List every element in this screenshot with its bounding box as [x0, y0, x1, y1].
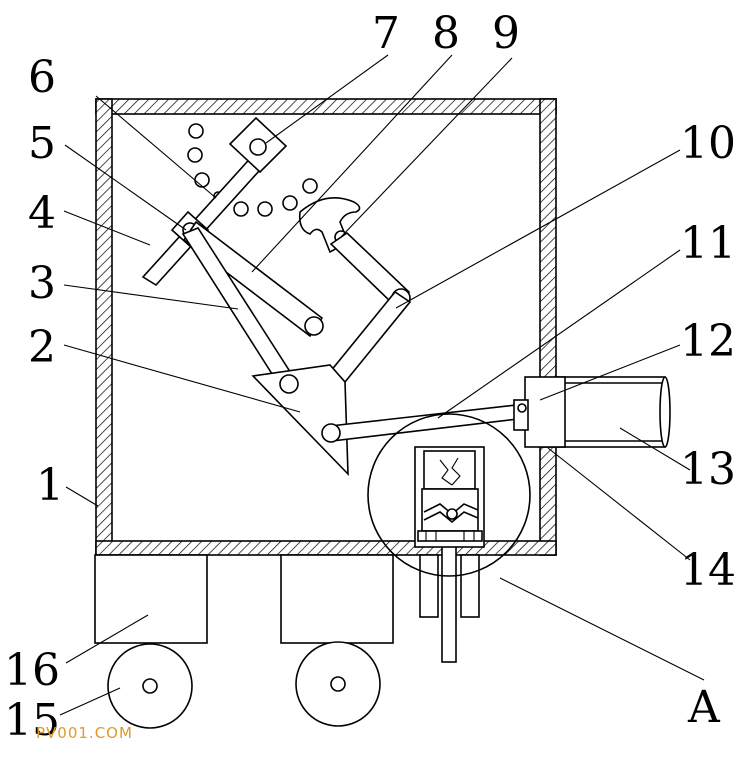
label-15: 15	[4, 695, 60, 746]
lower-shaft	[419, 539, 480, 663]
tilting-plate	[251, 364, 349, 477]
leader-lines	[59, 54, 705, 716]
label-1: 1	[36, 460, 64, 511]
label-11: 11	[680, 218, 736, 269]
label-4: 4	[28, 188, 56, 239]
label-14: 14	[680, 545, 736, 596]
label-8: 8	[432, 8, 460, 59]
label-12: 12	[680, 316, 736, 367]
label-3: 3	[28, 258, 56, 309]
label-6: 6	[28, 52, 56, 103]
link-bar-8	[182, 220, 324, 338]
hammer-assembly	[298, 196, 412, 384]
part-labels: 7 8 9 6 5 4 3 2 1 10 11 12 13 14 16 15 A	[4, 8, 736, 746]
particles	[187, 123, 318, 217]
label-16: 16	[4, 645, 60, 696]
label-9: 9	[492, 8, 520, 59]
detail-a	[367, 413, 531, 577]
label-13: 13	[680, 444, 736, 495]
label-a: A	[687, 682, 721, 733]
label-7: 7	[372, 8, 400, 59]
label-5: 5	[28, 118, 56, 169]
support-blocks	[94, 554, 394, 644]
label-10: 10	[680, 118, 736, 169]
label-2: 2	[28, 322, 56, 373]
outlet-pipe	[524, 376, 671, 448]
housing-walls	[95, 98, 557, 556]
wheels	[107, 641, 381, 729]
watermark: PV001.COM	[36, 724, 133, 742]
push-rod	[321, 399, 529, 443]
